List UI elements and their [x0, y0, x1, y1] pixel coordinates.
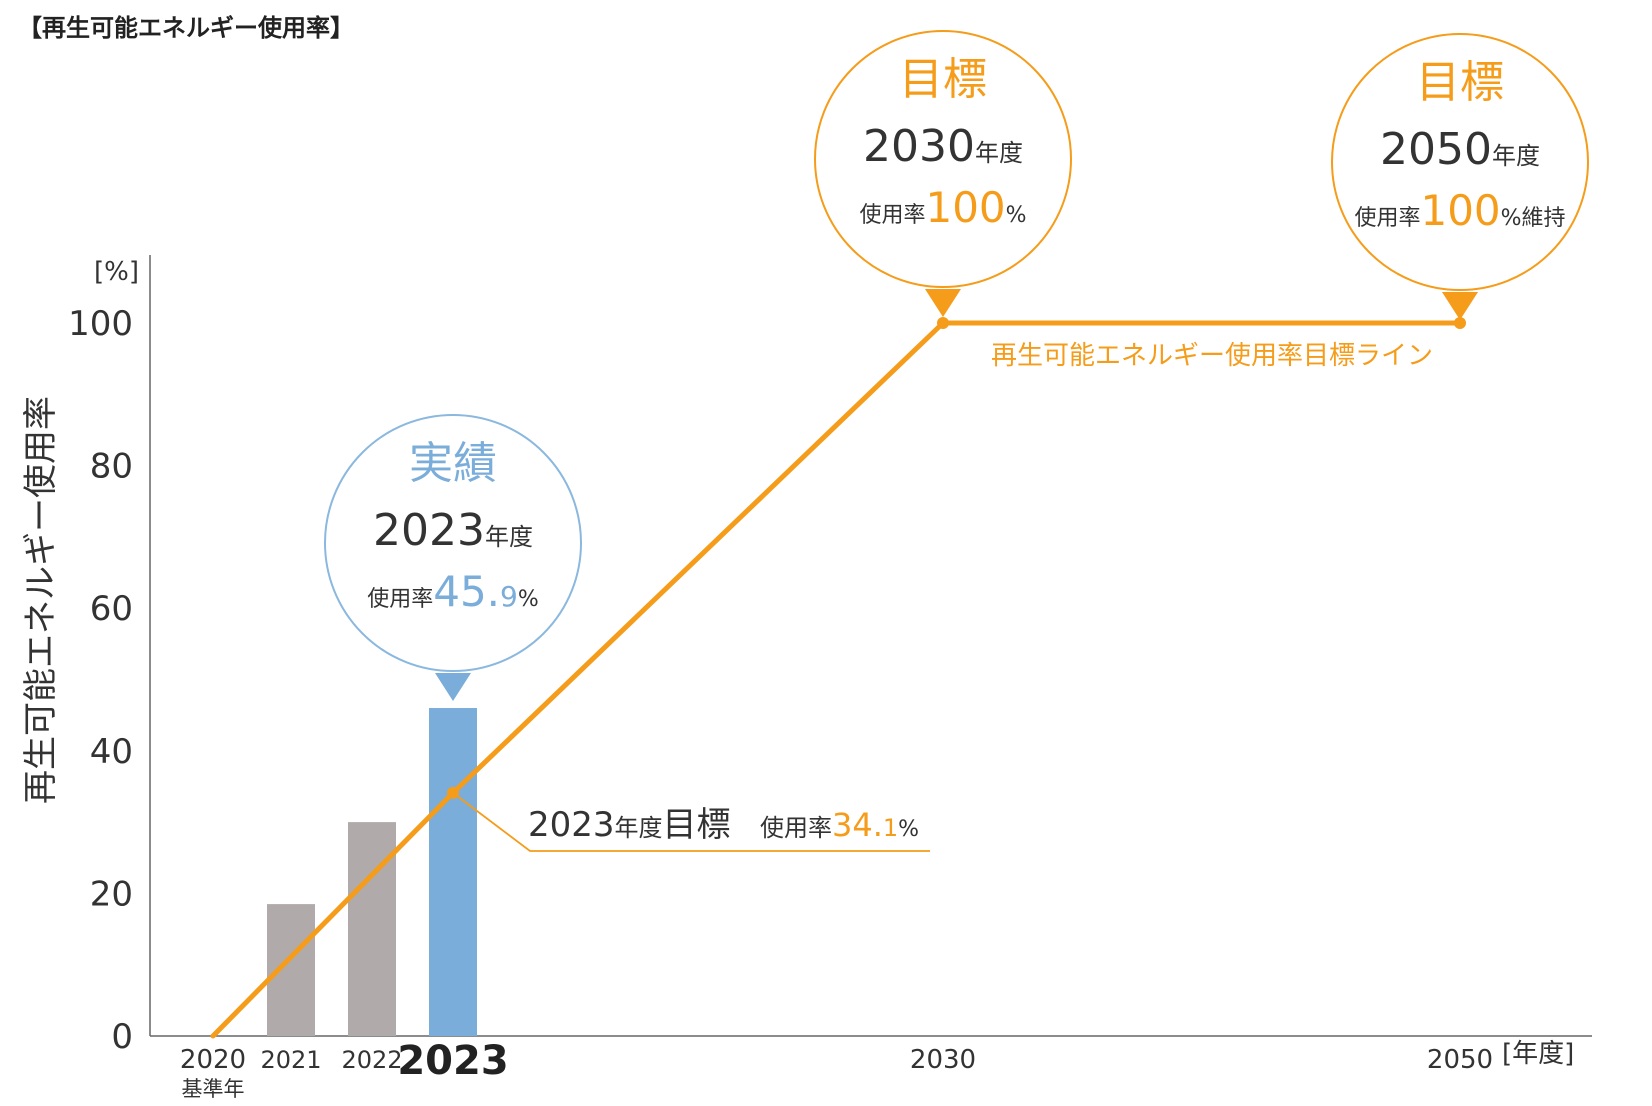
target-2023-rate-int: 34.: [832, 806, 883, 844]
bubble-circle: [324, 414, 582, 672]
bubble-rate-label: 使用率: [367, 587, 433, 612]
bubble-pointer: [1442, 292, 1478, 320]
bubble-year: 2030: [863, 121, 975, 172]
bubble-rate-suffix: %: [1006, 203, 1027, 228]
target-2023-goal-word: 目標: [663, 805, 731, 845]
bubble-rate-label: 使用率: [1354, 206, 1420, 231]
bubble-year: 2050: [1380, 124, 1492, 175]
x-axis-unit: [年度]: [1502, 1039, 1574, 1069]
target-point-2030: [937, 317, 949, 329]
bubble-rate-int: 100: [925, 183, 1005, 232]
bubble-pointer: [925, 289, 961, 317]
y-tick-label: 60: [90, 589, 133, 629]
bar-2021: [267, 904, 315, 1036]
target-2023-leader: [452, 792, 930, 852]
x-tick-label: 2030: [910, 1045, 976, 1075]
target-2023-label: 2023年度目標: [528, 805, 731, 845]
bubble-rate-dec: 9: [500, 580, 518, 613]
target-2023-rate: 使用率34.1%: [760, 806, 919, 844]
bubble-year-row: 2030年度: [863, 121, 1023, 172]
bubble-year-suffix: 年度: [1492, 142, 1540, 170]
target-line-group: 再生可能エネルギー使用率目標ライン2023年度目標使用率34.1%: [210, 317, 1466, 1039]
x-tick-label: 2020: [180, 1045, 246, 1075]
target-2023-rate-percent: %: [898, 817, 919, 842]
bubble-rate-int: 100: [1420, 186, 1500, 235]
target-2023-year-suffix: 年度: [615, 814, 663, 842]
y-axis-unit: [%]: [94, 257, 139, 287]
bubble-rate-row: 使用率45.9%: [367, 567, 539, 616]
bubble-pointer: [435, 673, 471, 701]
y-tick-label: 0: [111, 1017, 133, 1057]
y-tick-label: 40: [90, 732, 133, 772]
bubble-year: 2023: [373, 505, 485, 556]
x-tick-label: 2022: [341, 1046, 402, 1074]
bubble-year-suffix: 年度: [975, 139, 1023, 167]
bubble-rate-int: 45.: [433, 567, 500, 616]
bubble-circle: [1331, 33, 1589, 291]
bubble-rate-row: 使用率100%維持: [1354, 186, 1565, 235]
bubble-heading: 目標: [1416, 57, 1504, 108]
bubble-group: 実績2023年度使用率45.9%目標2030年度使用率100%目標2050年度使…: [324, 30, 1589, 701]
bar-group: [267, 708, 477, 1036]
bubble-year-row: 2050年度: [1380, 124, 1540, 175]
x-tick-label: 2021: [260, 1046, 321, 1074]
bubble-heading: 実績: [409, 438, 497, 489]
y-tick-label: 20: [90, 874, 133, 914]
bubble-heading: 目標: [899, 54, 987, 105]
target-2023-rate-label: 使用率: [760, 814, 832, 842]
bubble-rate-suffix: %維持: [1501, 206, 1566, 231]
target-2023-year: 2023: [528, 805, 615, 845]
target-line: [210, 320, 1463, 1039]
y-tick-label: 100: [68, 304, 133, 344]
x-tick-label: 2050: [1427, 1045, 1493, 1075]
chart-title: 【再生可能エネルギー使用率】: [18, 14, 354, 42]
target-point-2050: [1454, 317, 1466, 329]
y-axis-label: 再生可能エネルギー使用率: [21, 396, 61, 804]
bubble-rate-row: 使用率100%: [859, 183, 1026, 232]
target-2023-rate-dec: 1: [883, 814, 898, 842]
x-tick-label: 2023: [397, 1038, 508, 1084]
bubble-rate-label: 使用率: [859, 203, 925, 228]
bubble-year-row: 2023年度: [373, 505, 533, 556]
bubble-rate-suffix: %: [518, 587, 539, 612]
y-tick-label: 80: [90, 447, 133, 487]
x-tick-sublabel: 基準年: [182, 1077, 245, 1101]
bar-2023: [429, 708, 477, 1036]
bar-2022: [348, 822, 396, 1036]
bubble-year-suffix: 年度: [485, 523, 533, 551]
target-line-label: 再生可能エネルギー使用率目標ライン: [991, 341, 1433, 371]
bubble-circle: [814, 30, 1072, 288]
